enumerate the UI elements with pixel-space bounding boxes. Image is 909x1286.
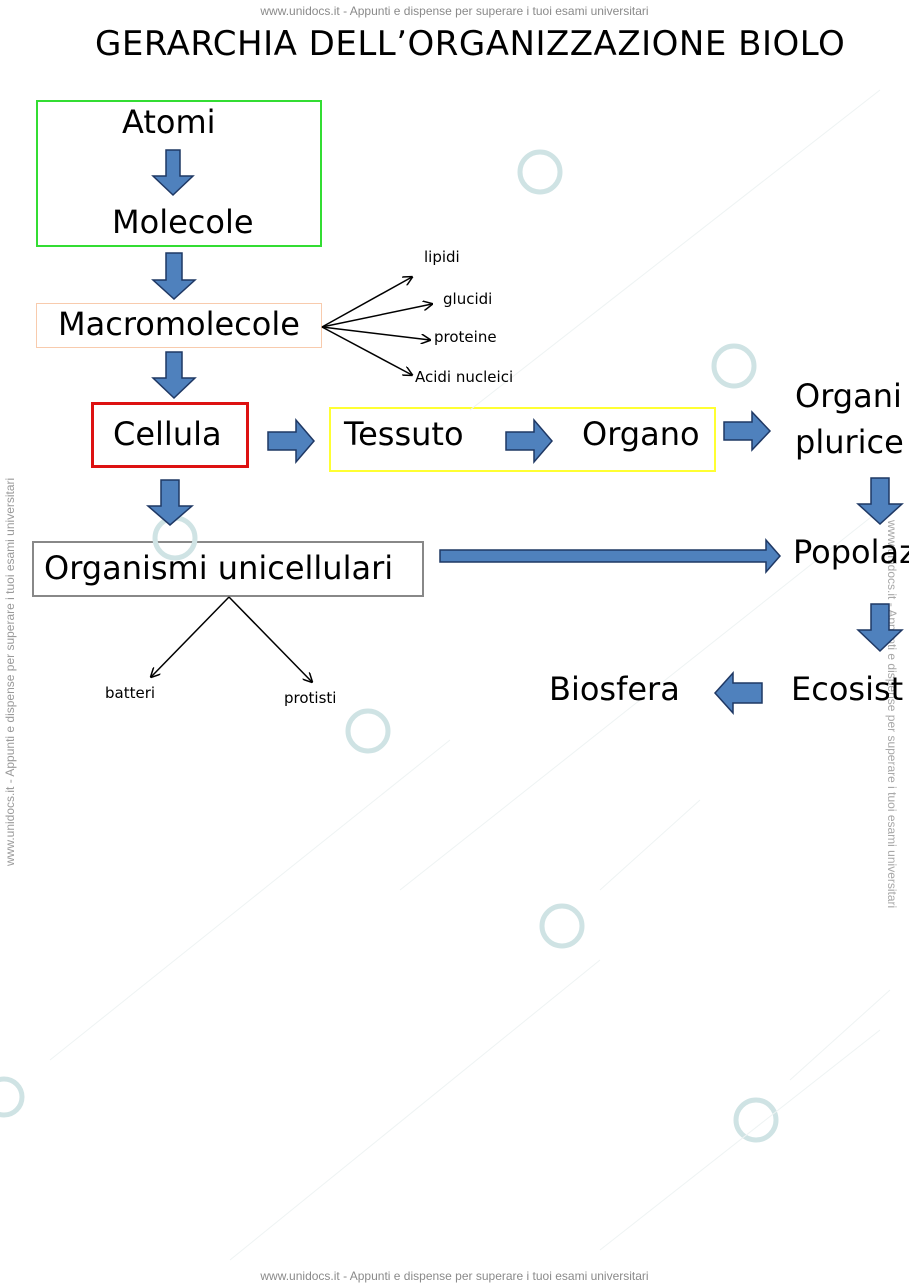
arrow-molecole-macromolecole — [151, 252, 197, 301]
box-organismi-unicellulari — [32, 541, 424, 597]
node-molecole: Molecole — [112, 203, 254, 241]
thin-arrows-macromolecole — [321, 277, 432, 375]
box-atomi-molecole — [36, 100, 322, 247]
label-protisti: protisti — [284, 689, 337, 707]
watermark-bottom: www.unidocs.it - Appunti e dispense per … — [260, 1269, 649, 1283]
label-glucidi: glucidi — [443, 290, 493, 308]
node-macromolecole: Macromolecole — [58, 305, 300, 343]
arrow-unicellulari-popolazione — [439, 538, 781, 574]
node-organismi-unicellulari: Organismi unicellulari — [44, 549, 394, 587]
label-lipidi: lipidi — [424, 248, 460, 266]
box-cellula — [91, 402, 249, 468]
arrow-macromolecole-cellula — [151, 351, 197, 400]
box-tessuto-organo — [329, 407, 716, 472]
node-cellula: Cellula — [113, 415, 222, 453]
thin-arrows-unicellulari — [151, 596, 312, 682]
arrow-ecosistema-biosfera — [713, 671, 763, 715]
arrow-popolazione-ecosistema — [856, 603, 904, 653]
label-acidi-nucleici: Acidi nucleici — [415, 368, 514, 386]
arrow-atomi-molecole — [151, 149, 195, 197]
arrow-organismi-popolazione — [856, 477, 904, 526]
arrow-cellula-tessuto — [267, 417, 315, 465]
node-tessuto: Tessuto — [344, 415, 464, 453]
arrow-tessuto-organo — [505, 417, 553, 465]
node-organismi-pluricellulari-1: Organi — [795, 377, 902, 415]
node-popolazione: Popolaz — [793, 533, 909, 571]
watermark-top: www.unidocs.it - Appunti e dispense per … — [260, 4, 649, 18]
label-proteine: proteine — [434, 328, 497, 346]
watermark-logos — [0, 149, 779, 1143]
node-organo: Organo — [582, 415, 700, 453]
block-arrows — [145, 149, 904, 715]
node-ecosistema: Ecosist — [791, 670, 904, 708]
arrow-cellula-unicellulari — [145, 479, 195, 526]
node-organismi-pluricellulari-2: plurice — [795, 423, 904, 461]
node-atomi: Atomi — [122, 103, 216, 141]
arrow-organo-organismi — [723, 410, 772, 452]
box-macromolecole — [36, 303, 322, 348]
page-title: GERARCHIA DELL’ORGANIZZAZIONE BIOLO — [95, 24, 846, 64]
watermark-lines — [49, 89, 891, 1261]
node-biosfera: Biosfera — [549, 670, 680, 708]
label-batteri: batteri — [105, 684, 156, 702]
